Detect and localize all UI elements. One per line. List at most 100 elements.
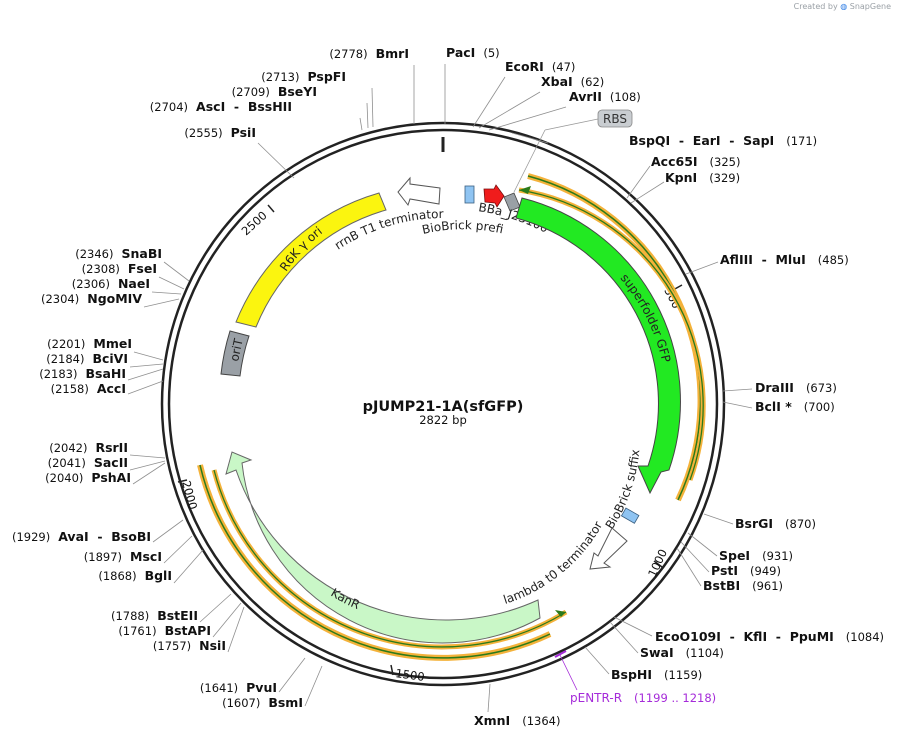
restriction-site-position: (2304) [41,292,79,306]
restriction-site-label: BsrGI(870) [735,516,816,531]
restriction-site-position: (2201) [47,337,85,351]
site-labels: PacI(5)EcoRI(47)XbaI(62)AvrII(108)BspQI … [12,45,884,728]
restriction-site-position: (108) [610,90,641,104]
created-by-text: Created by [793,2,838,11]
scale-tick-1500: 1500 [395,666,426,684]
restriction-site-label: (2184)BciVI [46,351,128,366]
site-leader-right-7 [685,261,719,275]
site-leader-left-5 [163,261,190,282]
restriction-site-position: (2308) [82,262,120,276]
biobrick-prefix-feature [464,185,475,204]
restriction-site-name: EcoO109I - KflI - PpuMI [655,629,834,644]
restriction-site-name: AflIII - MluI [720,252,806,267]
restriction-site-label: XbaI(62) [541,74,604,89]
plasmid-name: pJUMP21-1A(sfGFP) [363,399,524,415]
snapgene-logo-icon: ◍ [840,2,848,11]
restriction-site-position: (2709) [232,85,270,99]
site-leader-left-12 [127,380,164,395]
site-leader-right-12 [680,541,710,573]
restriction-site-position: (2704) [150,100,188,114]
restriction-site-name: XbaI [541,74,573,89]
site-leader-left-1 [371,87,374,128]
site-leader-left-11 [127,368,164,381]
restriction-site-name: NaeI [118,276,150,291]
restriction-site-position: (2346) [75,247,113,261]
restriction-site-name: AscI - BssHII [196,99,292,114]
restriction-site-name: DraIII [755,380,794,395]
kanr-arrow [225,451,541,644]
restriction-site-position: (485) [818,253,849,267]
site-leader-right-2 [478,91,541,129]
restriction-site-name: BmrI [376,46,409,61]
restriction-site-position: (949) [750,564,781,578]
orit-label: oriT [227,337,246,363]
site-leader-right-16 [584,646,610,675]
restriction-site-label: BstBI(961) [703,578,783,593]
site-leader-right-8 [722,388,753,392]
restriction-site-name: SacII [94,455,128,470]
restriction-site-name: PsiI [231,125,256,140]
sfgfp-green-track-inner [518,189,704,481]
restriction-site-label: XmnI(1364) [474,713,560,728]
restriction-site-name: BglI [145,568,172,583]
restriction-site-name: BstEII [157,608,198,623]
pentr-primer-range: (1199 .. 1218) [634,691,716,705]
restriction-site-name: NgoMIV [87,291,142,306]
restriction-site-name: MscI [130,549,162,564]
restriction-site-label: (2304) NgoMIV [41,291,142,306]
snapgene-branding: Created by ◍ SnapGene [794,2,891,11]
restriction-site-name: AvrII [569,89,602,104]
restriction-site-position: (1364) [522,714,560,728]
snapgene-app-name: SnapGene [849,2,891,11]
restriction-site-label: (2040)PshAI [45,470,131,485]
restriction-site-position: (1607) [222,696,260,710]
site-leader-left-8 [143,298,180,308]
plasmid-length: 2822 bp [419,413,467,427]
restriction-site-label: (2308)FseI [82,261,157,276]
restriction-site-position: (2184) [46,352,84,366]
restriction-site-label: AflIII - MluI (485) [720,252,849,267]
restriction-site-name: AvaI - BsoBI [58,529,151,544]
restriction-site-name: Acc65I [651,154,698,169]
restriction-site-position: (2555) [184,126,222,140]
restriction-site-name: BsmI [268,695,303,710]
site-leader-left-22 [278,657,306,693]
site-leader-left-7 [151,291,182,295]
restriction-site-name: BstAPI [165,623,211,638]
site-leader-left-18 [173,549,204,584]
site-leader-right-14 [613,616,653,637]
rbs-label: RBS [603,112,627,126]
restriction-site-position: (1868) [98,569,136,583]
restriction-site-name: BsrGI [735,516,773,531]
restriction-site-label: (1761)BstAPI [118,623,211,638]
restriction-site-name: SpeI [719,548,750,563]
site-leader-right-4 [511,132,549,144]
restriction-site-position: (2041) [48,456,86,470]
restriction-site-position: (1757) [153,639,191,653]
restriction-site-label: (2201)MmeI [47,336,132,351]
site-leader-right-5 [626,165,651,199]
restriction-site-label: (2778)BmrI [329,46,409,61]
restriction-site-name: BspHI [611,667,652,682]
restriction-site-label: (1641)PvuI [200,680,277,695]
site-leader-left-4 [257,142,295,179]
biobrick-suffix-feature [620,507,640,524]
restriction-site-name: BclI * [755,399,792,414]
restriction-site-label: KpnI(329) [665,170,740,185]
restriction-site-label: (2183)BsaHI [39,366,126,381]
restriction-site-position: (2183) [39,367,77,381]
restriction-site-name: PstI [711,563,738,578]
restriction-site-name: RsrII [95,440,128,455]
restriction-site-position: (1897) [84,550,122,564]
site-leader-left-23 [304,665,323,707]
restriction-site-label: (2346) SnaBI [75,246,162,261]
restriction-site-label: (1897) MscI [84,549,162,564]
rbs-label-box [597,109,633,128]
restriction-site-label: (2704) AscI - BssHII [150,99,292,114]
restriction-site-name: BstBI [703,578,740,593]
kanr-track-arrowhead [555,610,566,617]
pentr-primer-name: pENTR-R [570,691,622,705]
restriction-site-name: SnaBI [121,246,162,261]
restriction-site-name: PspFI [307,69,346,84]
